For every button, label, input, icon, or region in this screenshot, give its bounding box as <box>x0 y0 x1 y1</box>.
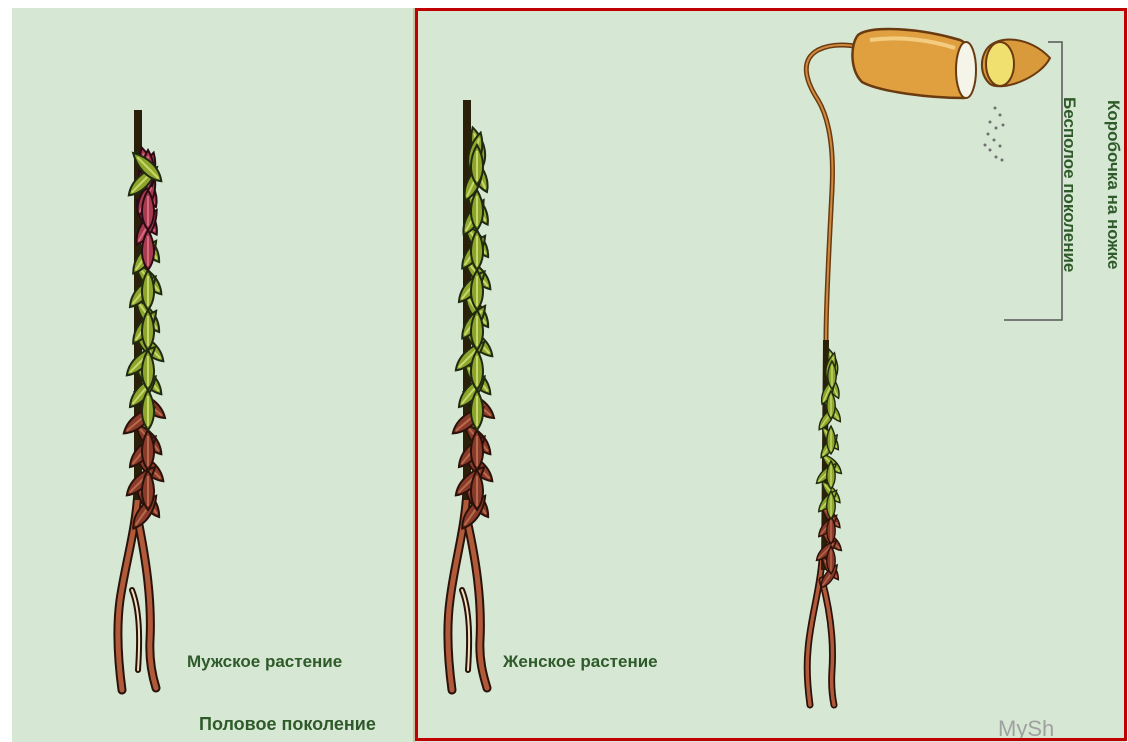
female-plant-label: Женское растение <box>503 652 658 672</box>
capsule <box>852 29 1050 98</box>
watermark: MySh <box>998 716 1116 738</box>
asexual-generation-label: Бесполое поколение <box>1059 97 1079 272</box>
capsule-on-stalk-label: Коробочка на ножке <box>1103 100 1123 269</box>
female-plant <box>448 100 498 690</box>
sexual-generation-label: Половое поколение <box>199 714 376 735</box>
male-plant-label: Мужское растение <box>187 652 342 672</box>
male-plant <box>118 110 169 690</box>
plant-with-capsule <box>806 29 1050 705</box>
spores <box>984 107 1005 162</box>
